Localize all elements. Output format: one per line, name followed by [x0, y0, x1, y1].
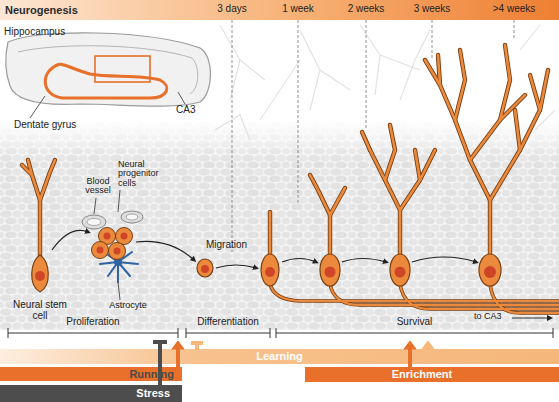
time-label: 3 days — [202, 4, 262, 15]
time-label: 2 weeks — [336, 4, 396, 15]
node-text: Running — [129, 369, 174, 380]
node-text: Learning — [256, 351, 302, 362]
time-markers — [232, 20, 514, 252]
progenitor-niche — [82, 190, 143, 300]
stress-bar: Stress — [0, 385, 182, 402]
part-label: Blood vessel — [78, 177, 118, 196]
process-arrows — [52, 230, 476, 268]
part-label: Astrocyte — [98, 301, 158, 310]
phase-label: Survival — [276, 317, 553, 328]
process-label: Migration — [206, 240, 266, 251]
phase-label: Differentiation — [186, 317, 270, 328]
phase-brackets — [8, 318, 553, 338]
enrichment-bar: Enrichment — [305, 367, 559, 382]
target-label: to CA3 — [474, 312, 514, 321]
time-label: >4 weeks — [484, 4, 544, 15]
region-label: Hippocampus — [4, 27, 94, 38]
part-label: Neural progenitor cells — [118, 160, 170, 188]
running-bar: Running — [0, 367, 182, 381]
neurons — [22, 45, 559, 313]
node-text: Enrichment — [392, 369, 453, 380]
part-label: Neural stem cell — [8, 300, 72, 321]
tissue-background — [0, 25, 559, 330]
phase-label: Proliferation — [8, 317, 178, 328]
time-label: 3 weeks — [402, 4, 462, 15]
node-text: Stress — [136, 388, 170, 399]
region-label: CA3 — [176, 105, 216, 116]
timeline-band: Neurogenesis — [0, 0, 559, 20]
region-label: Dentate gyrus — [14, 120, 104, 131]
learning-bar: Learning — [0, 349, 559, 364]
node-text: Neurogenesis — [5, 5, 78, 16]
time-label: 1 week — [268, 4, 328, 15]
